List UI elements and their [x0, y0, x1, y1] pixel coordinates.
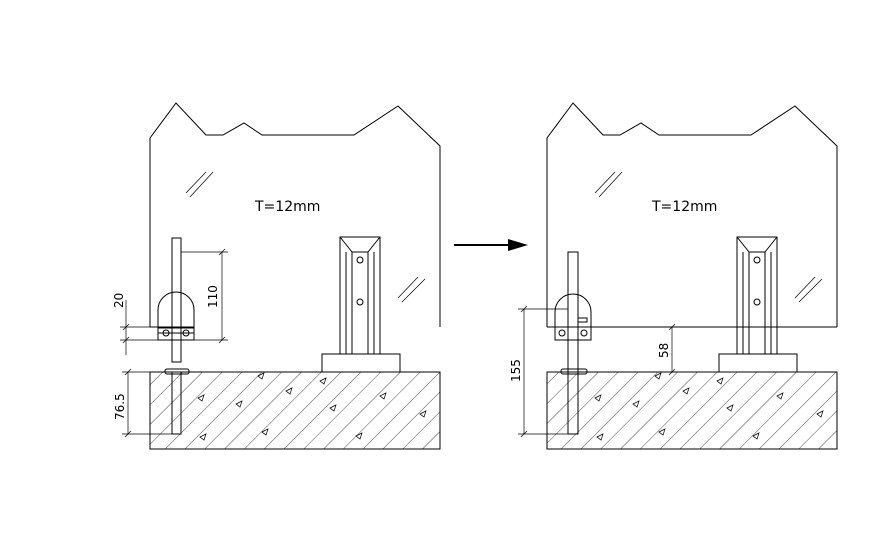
left-concrete-slab — [149, 371, 441, 450]
left-spigot-post — [321, 236, 401, 373]
left-glass-panel — [149, 102, 441, 327]
left-aggregate-icons — [197, 372, 427, 441]
left-dim-76-5-label: 76.5 — [113, 393, 127, 420]
right-dim-155 — [518, 305, 568, 438]
right-concrete-slab — [546, 371, 838, 450]
transition-arrow-icon — [454, 239, 528, 251]
left-glass-reflection-icon — [185, 171, 426, 303]
right-glass-thickness-label: T=12mm — [651, 199, 717, 215]
right-dim-58-label: 58 — [657, 343, 671, 358]
left-dim-110 — [181, 248, 228, 344]
right-dim-58 — [668, 323, 676, 376]
left-panel: T=12mm — [112, 102, 441, 450]
left-dim-110-label: 110 — [206, 285, 220, 308]
right-glass-reflection-icon — [594, 171, 823, 303]
right-dim-155-label: 155 — [509, 359, 523, 382]
right-panel: T=12mm — [509, 102, 838, 450]
left-dim-20-label: 20 — [112, 293, 126, 308]
right-spigot-post — [718, 236, 798, 373]
left-dim-20 — [120, 300, 158, 355]
left-glass-thickness-label: T=12mm — [254, 199, 320, 215]
right-aggregate-icons — [594, 372, 824, 441]
left-dim-76-5 — [122, 368, 172, 438]
left-pin-post — [157, 237, 195, 435]
right-glass-panel — [546, 102, 838, 327]
